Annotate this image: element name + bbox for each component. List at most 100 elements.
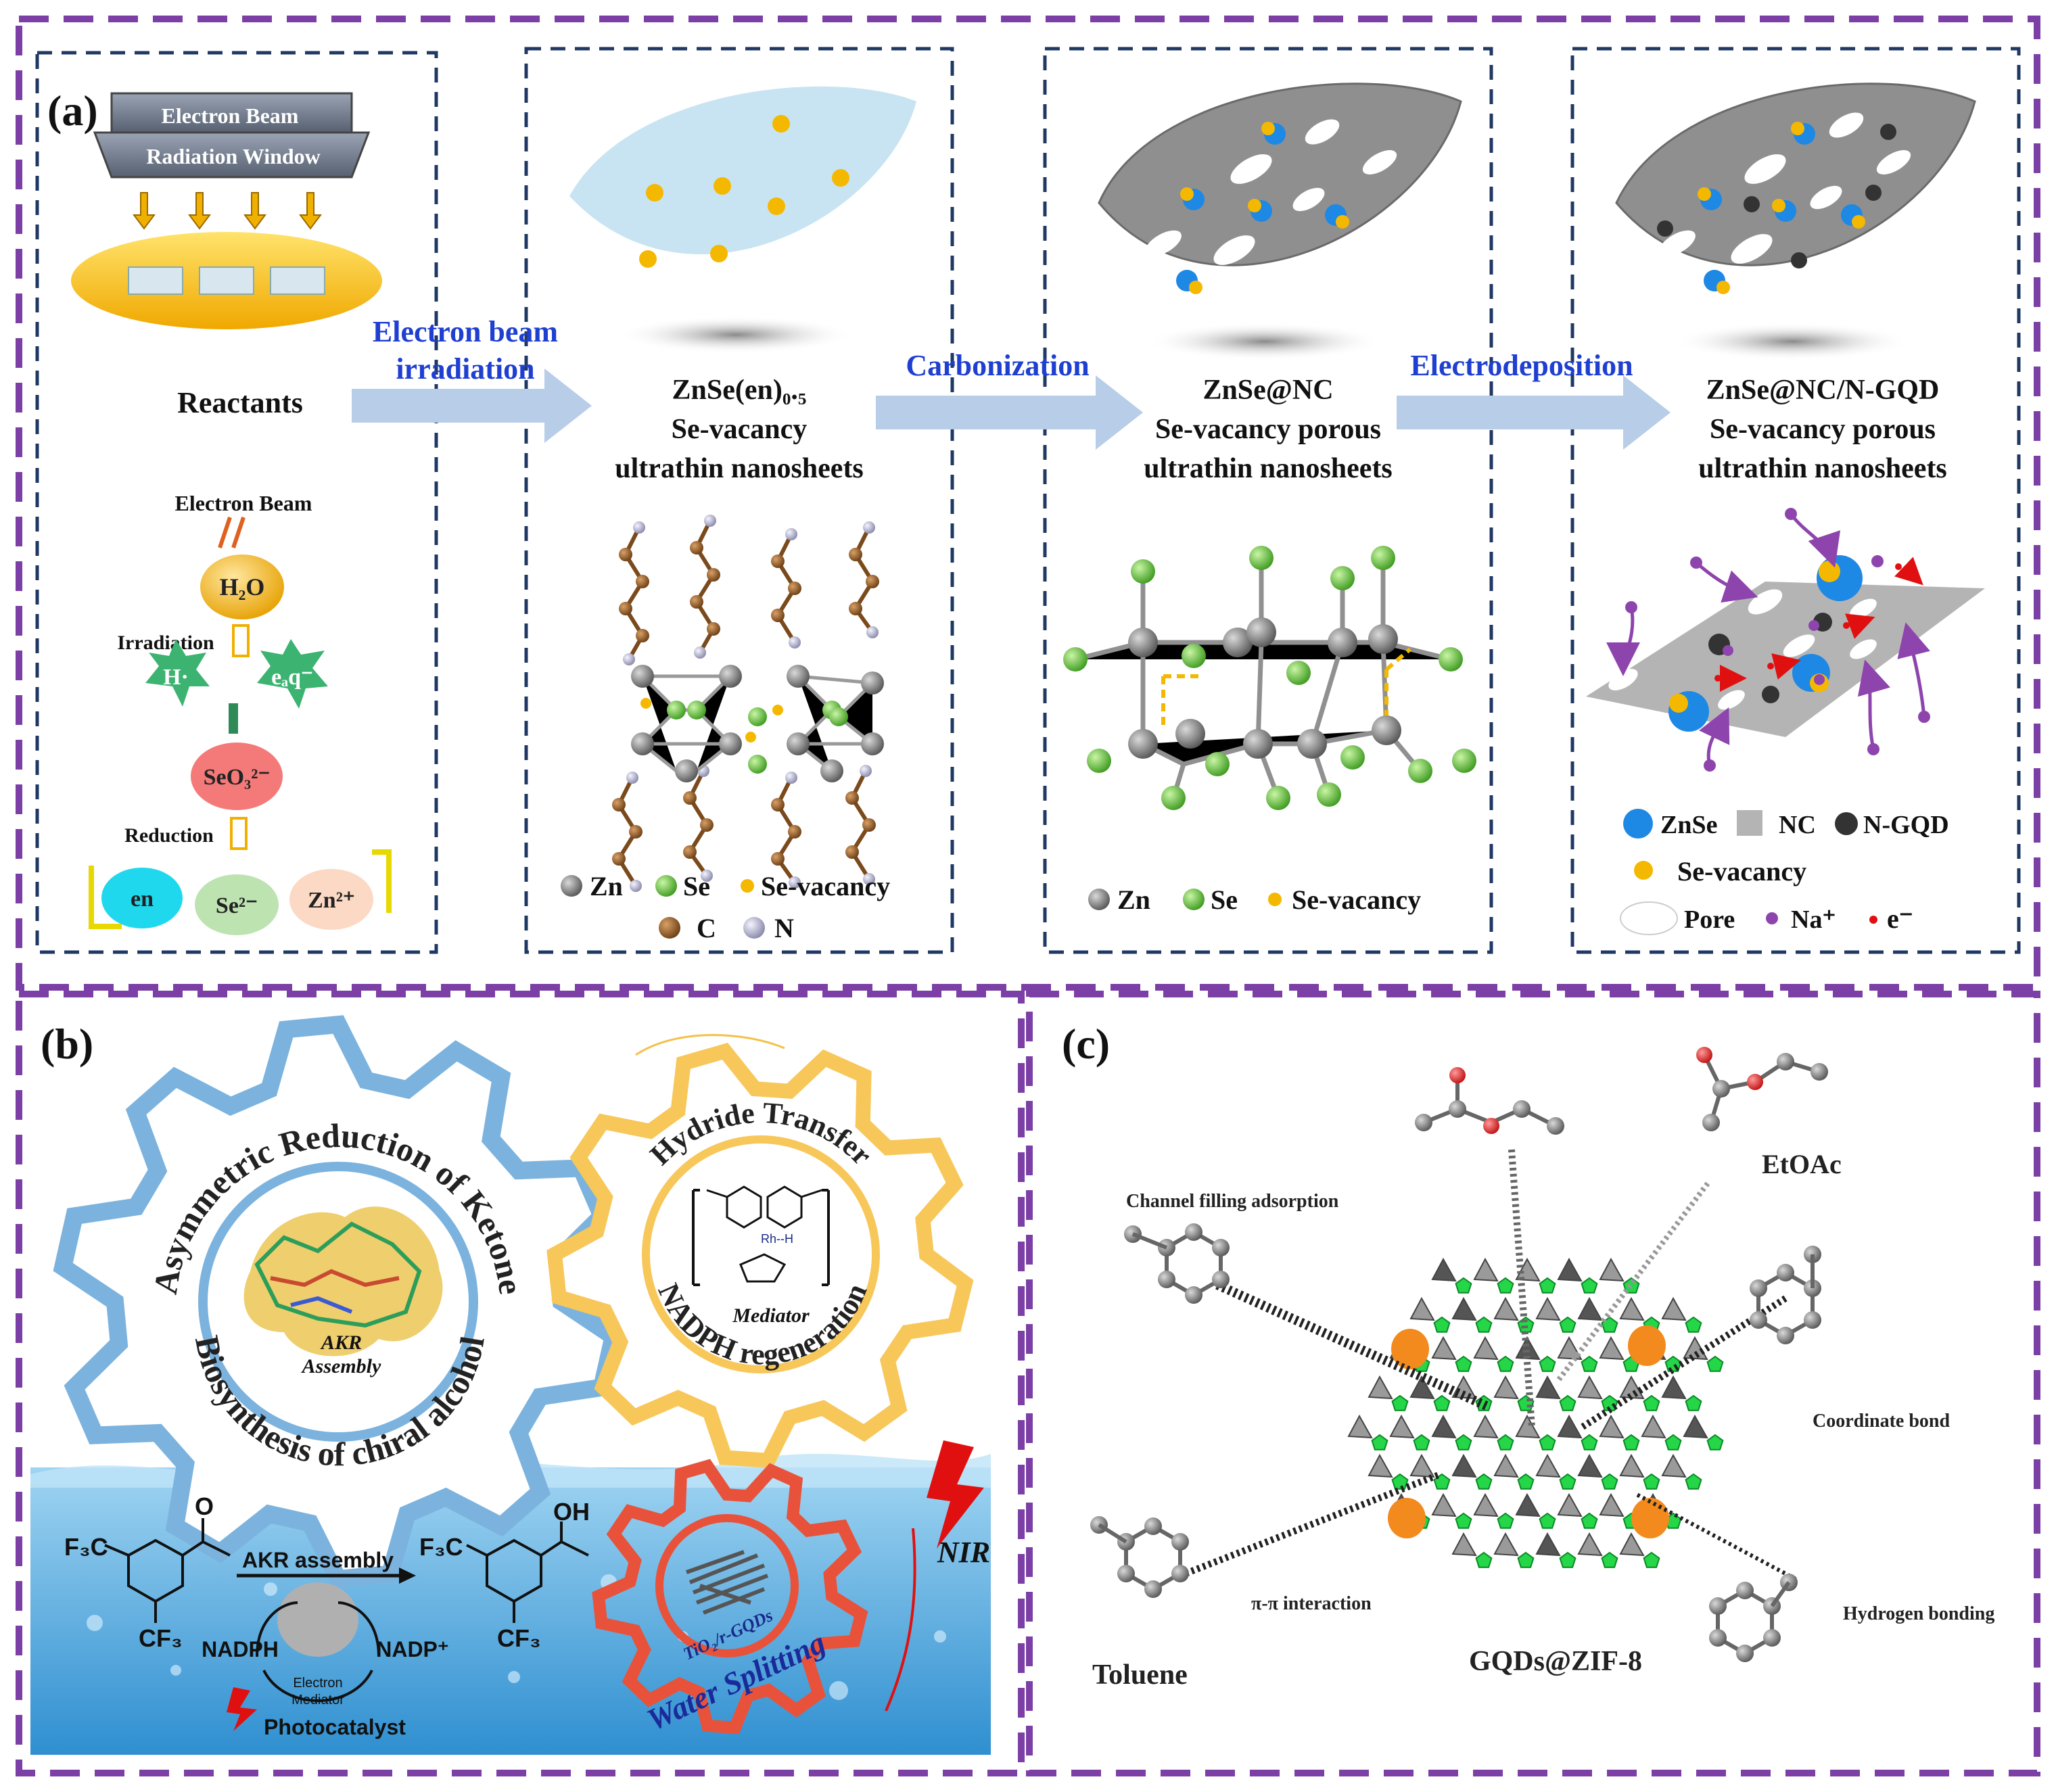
zif-tetrahedron bbox=[1599, 1336, 1625, 1361]
akr-enzyme: AKR Assembly bbox=[243, 1206, 443, 1377]
zif-tetrahedron bbox=[1599, 1492, 1625, 1517]
zif-imidazole-ring bbox=[1433, 1394, 1451, 1411]
product2-line1: ZnSe@NC bbox=[1202, 375, 1333, 406]
zif-tetrahedron bbox=[1557, 1414, 1583, 1439]
zif-tetrahedron bbox=[1409, 1296, 1435, 1321]
zif-tetrahedron bbox=[1473, 1414, 1499, 1439]
toluene-molecule-2 bbox=[1090, 1516, 1189, 1598]
mech-h-radical: H· bbox=[163, 665, 189, 690]
panel-a: (a) Electron Beam Radiation Window React… bbox=[35, 47, 2021, 954]
rxn-photocatalyst: Photocatalyst bbox=[264, 1715, 406, 1739]
mechanism-scheme: Electron Beam H₂O Irradiation H· eₐq⁻ Se… bbox=[89, 491, 392, 935]
zif-imidazole-ring bbox=[1475, 1316, 1493, 1333]
zif-tetrahedron bbox=[1431, 1257, 1457, 1282]
zif-tetrahedron bbox=[1557, 1257, 1583, 1282]
zif-tetrahedron bbox=[1431, 1336, 1457, 1361]
zif-tetrahedron bbox=[1683, 1414, 1708, 1439]
legend3-ngqd: N-GQD bbox=[1863, 811, 1949, 839]
toluene-molecule-3 bbox=[1750, 1246, 1821, 1344]
legend-znse-nc-ngqd: ZnSe NC N-GQD Se-vacancy Pore Na⁺ e⁻ bbox=[1620, 809, 1949, 935]
zif-tetrahedron bbox=[1493, 1296, 1519, 1321]
legend3-vac: Se-vacancy bbox=[1677, 856, 1806, 887]
zif-tetrahedron bbox=[1515, 1414, 1541, 1439]
mech-zn2: Zn²⁺ bbox=[308, 888, 355, 913]
zif-tetrahedron bbox=[1389, 1414, 1415, 1439]
panel-b-frame bbox=[16, 991, 1025, 1776]
zif-tetrahedron bbox=[1619, 1453, 1645, 1478]
zif-tetrahedron bbox=[1493, 1375, 1519, 1400]
catalyst-sphere bbox=[277, 1582, 358, 1657]
zif-imidazole-ring bbox=[1685, 1473, 1702, 1490]
legend3-na: Na⁺ bbox=[1791, 905, 1836, 934]
zif-imidazole-ring bbox=[1455, 1434, 1472, 1451]
zif-imidazole-ring bbox=[1539, 1355, 1556, 1372]
zif-imidazole-ring bbox=[1475, 1473, 1493, 1490]
mediator-label: Mediator bbox=[732, 1304, 810, 1327]
zif-imidazole-ring bbox=[1581, 1355, 1598, 1372]
zn2-ball bbox=[289, 869, 373, 930]
rh-h-label: Rh--H bbox=[761, 1232, 793, 1246]
zif-tetrahedron bbox=[1577, 1453, 1603, 1478]
step1-line2: irradiation bbox=[396, 352, 534, 385]
zif-imidazole-ring bbox=[1455, 1355, 1472, 1372]
label-gqds-zif8: GQDs@ZIF-8 bbox=[1469, 1646, 1642, 1677]
zif-imidazole-ring bbox=[1581, 1512, 1598, 1529]
zif-tetrahedron bbox=[1431, 1492, 1457, 1517]
photocatalyst-bolt-icon bbox=[227, 1687, 257, 1731]
product3-line3: ultrathin nanosheets bbox=[1698, 453, 1947, 484]
zif-tetrahedron bbox=[1535, 1453, 1561, 1478]
box-znse-nc bbox=[1043, 47, 1493, 954]
zif-imidazole-ring bbox=[1517, 1551, 1535, 1568]
process-arrow-1 bbox=[352, 369, 592, 443]
nir-arrow bbox=[885, 1528, 916, 1712]
rxn-f3c-right: F₃C bbox=[419, 1533, 463, 1561]
legend1-c: C bbox=[697, 913, 716, 943]
zif-tetrahedron bbox=[1641, 1414, 1666, 1439]
zif-tetrahedron bbox=[1619, 1532, 1645, 1557]
zif-tetrahedron bbox=[1451, 1532, 1477, 1557]
zif-imidazole-ring bbox=[1643, 1551, 1660, 1568]
zif-imidazole-ring bbox=[1664, 1434, 1682, 1451]
zif-tetrahedron bbox=[1347, 1414, 1373, 1439]
zif8-framework bbox=[1347, 1257, 1724, 1568]
mech-se2: Se²⁻ bbox=[216, 893, 258, 918]
rxn-nadph: NADPH bbox=[202, 1637, 279, 1661]
radiation-window-line2: Radiation Window bbox=[146, 144, 321, 168]
reactants-label: Reactants bbox=[177, 386, 303, 419]
zif-imidazole-ring bbox=[1517, 1473, 1535, 1490]
zif-imidazole-ring bbox=[1497, 1512, 1514, 1529]
zif-tetrahedron bbox=[1683, 1336, 1708, 1361]
legend-znse-en: Zn Se Se-vacancy C N bbox=[561, 871, 890, 943]
legend2-vac: Se-vacancy bbox=[1292, 885, 1421, 915]
zif-imidazole-ring bbox=[1455, 1277, 1472, 1294]
sample-platform bbox=[71, 232, 382, 329]
mech-seo3: SeO₃²⁻ bbox=[204, 765, 271, 790]
zif-imidazole-ring bbox=[1559, 1316, 1576, 1333]
curved-arrow-top bbox=[635, 1034, 785, 1056]
zif-imidazole-ring bbox=[1391, 1473, 1409, 1490]
se2-ball bbox=[195, 874, 279, 935]
tio2-rods bbox=[686, 1550, 769, 1615]
mech-eaq: eₐq⁻ bbox=[271, 665, 313, 690]
nir-label: NIR bbox=[937, 1536, 990, 1569]
zif-tetrahedron bbox=[1661, 1296, 1687, 1321]
panel-b-label: (b) bbox=[41, 1020, 93, 1068]
zif-tetrahedron bbox=[1599, 1414, 1625, 1439]
legend-znse-nc: Zn Se Se-vacancy bbox=[1088, 885, 1421, 915]
zif-imidazole-ring bbox=[1497, 1277, 1514, 1294]
zif-imidazole-ring bbox=[1475, 1551, 1493, 1568]
zif-tetrahedron bbox=[1599, 1257, 1625, 1282]
rxn-cf3-left: CF₃ bbox=[139, 1624, 183, 1652]
panel-b: (b) Asymmetric Reduction of Ketone Biosy… bbox=[30, 1015, 991, 1755]
zif-tetrahedron bbox=[1535, 1375, 1561, 1400]
zif-tetrahedron bbox=[1409, 1453, 1435, 1478]
zif-tetrahedron bbox=[1515, 1257, 1541, 1282]
zif-imidazole-ring bbox=[1391, 1394, 1409, 1411]
zif-imidazole-ring bbox=[1497, 1434, 1514, 1451]
gearRed-outline bbox=[592, 1459, 868, 1735]
zif-imidazole-ring bbox=[1685, 1394, 1702, 1411]
zif-tetrahedron bbox=[1661, 1375, 1687, 1400]
product3-line1: ZnSe@NC/N-GQD bbox=[1706, 375, 1940, 406]
box-reactants bbox=[35, 51, 438, 954]
product3-line2: Se-vacancy porous bbox=[1710, 414, 1936, 445]
